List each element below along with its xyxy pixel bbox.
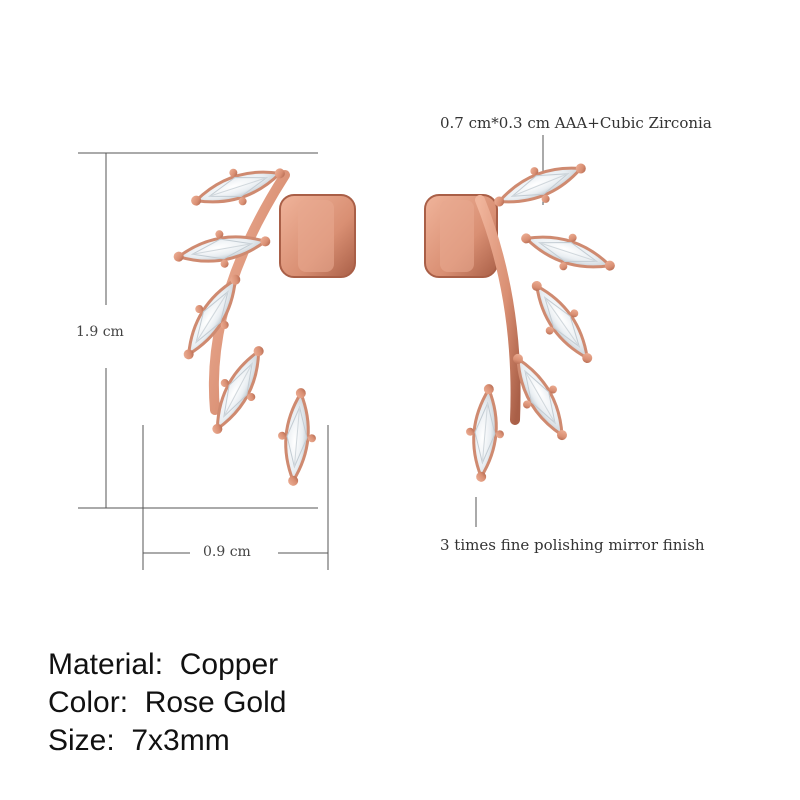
finish-callout: 3 times fine polishing mirror finish	[440, 536, 705, 554]
left-earring	[168, 152, 356, 489]
height-dimension-line	[78, 152, 318, 509]
spec-label: Material:	[48, 648, 164, 681]
spec-label: Color:	[48, 686, 129, 719]
spec-material: Material: Copper	[48, 646, 286, 684]
spec-value: Copper	[179, 648, 279, 681]
spec-color: Color: Rose Gold	[48, 684, 286, 722]
spec-size: Size: 7x3mm	[48, 722, 286, 760]
spec-label: Size:	[48, 724, 115, 757]
width-dimension-line	[142, 425, 329, 570]
right-earring	[424, 147, 622, 485]
spec-value: 7x3mm	[131, 724, 230, 757]
stone-callout: 0.7 cm*0.3 cm AAA+Cubic Zirconia	[440, 114, 712, 132]
width-label: 0.9 cm	[203, 544, 251, 560]
spec-value: Rose Gold	[144, 686, 287, 719]
height-label: 1.9 cm	[76, 324, 124, 340]
specs-list: Material: Copper Color: Rose Gold Size: …	[48, 646, 286, 760]
